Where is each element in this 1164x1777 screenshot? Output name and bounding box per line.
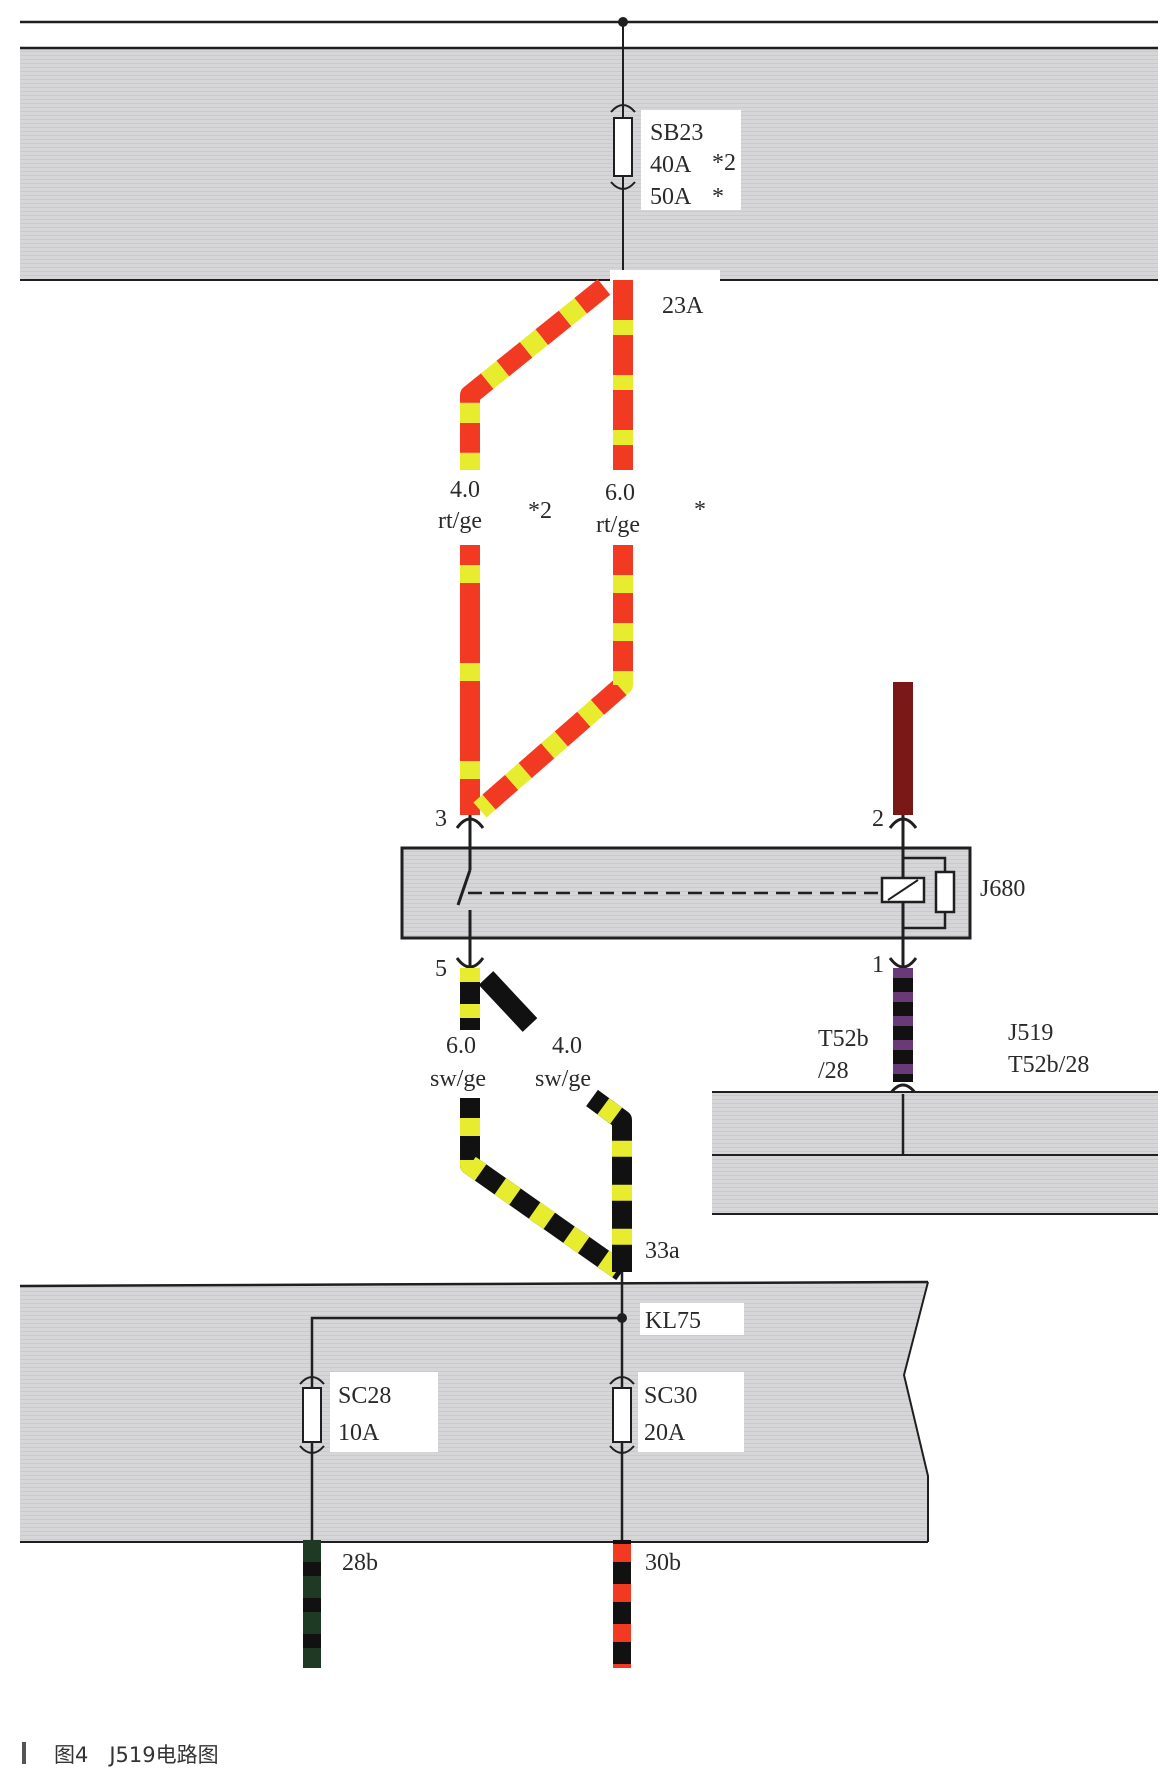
sc28-feed (310, 1316, 622, 1540)
t52b-line-2: /28 (818, 1058, 849, 1084)
t52b-line-1: T52b (818, 1026, 869, 1052)
wire-left-top-size: 4.0 (450, 477, 480, 503)
sc30-label-box (638, 1372, 744, 1452)
fuse-sc28-symbol (299, 1376, 325, 1454)
relay-pin-5: 5 (435, 956, 447, 982)
terminal-kl75: KL75 (645, 1308, 701, 1334)
wire-right-top-size: 6.0 (605, 480, 635, 506)
top-distribution-panel: SB23 40A *2 50A * (20, 14, 1158, 284)
relay-pin-2: 2 (872, 806, 884, 832)
top-panel-gap (20, 14, 1158, 48)
j519-name: J519 (1008, 1020, 1053, 1046)
relay-name: J680 (980, 876, 1025, 902)
wire-right-top-note: * (694, 497, 706, 523)
relay-pin-3: 3 (435, 806, 447, 832)
sc30-rating: 20A (644, 1420, 686, 1446)
wire-rt-ge-left (460, 279, 611, 815)
kl75-label-box (640, 1303, 744, 1335)
fuse-sb23-symbol (610, 104, 636, 190)
kl75-junction-dot (617, 1313, 627, 1323)
top-panel-exit-gap (610, 270, 720, 284)
bottom-fuse-panel (19, 1272, 929, 1543)
wire-right-bottom-color: sw/ge (535, 1066, 591, 1092)
j519-pin: T52b/28 (1008, 1052, 1089, 1078)
coil-diagonal (887, 879, 919, 901)
switch-contact (456, 869, 472, 906)
terminal-23a: 23A (662, 293, 704, 319)
sc28-rating: 10A (338, 1420, 380, 1446)
figure-caption: 图4 J519电路图 (22, 1736, 582, 1770)
wire-left-top-note: *2 (528, 498, 552, 524)
wire-left-top-color: rt/ge (438, 508, 482, 534)
bottom-panel-top-edge (19, 1280, 929, 1288)
caption-text: 图4 J519电路图 (54, 1743, 219, 1767)
coil-resistor (934, 870, 956, 914)
sc30-name: SC30 (644, 1383, 697, 1409)
sb23-rating-1: 40A (650, 152, 692, 178)
sc28-label-box (330, 1372, 438, 1452)
wire-right-bottom-size: 4.0 (552, 1033, 582, 1059)
sb23-label-box (641, 110, 741, 210)
wire-right-top-color: rt/ge (596, 512, 640, 538)
sb23-rating-2: 50A (650, 184, 692, 210)
relay-coil (880, 876, 926, 904)
terminal-28b: 28b (342, 1550, 378, 1576)
relay-pin-1: 1 (872, 952, 884, 978)
wire-left-bottom-size: 6.0 (446, 1033, 476, 1059)
sb23-note-2: * (712, 184, 724, 210)
top-panel-background (20, 14, 1158, 280)
wire-sw-ge-right (478, 971, 632, 1272)
relay-j680 (400, 815, 972, 969)
wire-rt-ge-right (473, 280, 633, 818)
caption-marker (22, 1742, 26, 1764)
j519-module-panel (712, 1091, 1158, 1215)
wire-sw-ge-left (460, 968, 628, 1281)
bottom-panel-background (20, 1282, 928, 1542)
sc28-name: SC28 (338, 1383, 391, 1409)
sb23-note-1: *2 (712, 150, 736, 176)
bottom-panel-break-edge (902, 1281, 929, 1542)
j519-panel-background (712, 1092, 1158, 1214)
fuse-sc30-symbol (609, 1376, 635, 1454)
terminal-33a: 33a (645, 1238, 680, 1264)
sb23-name: SB23 (650, 120, 703, 146)
terminal-30b: 30b (645, 1550, 681, 1576)
wire-left-bottom-color: sw/ge (430, 1066, 486, 1092)
wire-sw-ge-right-stub (478, 971, 538, 1032)
